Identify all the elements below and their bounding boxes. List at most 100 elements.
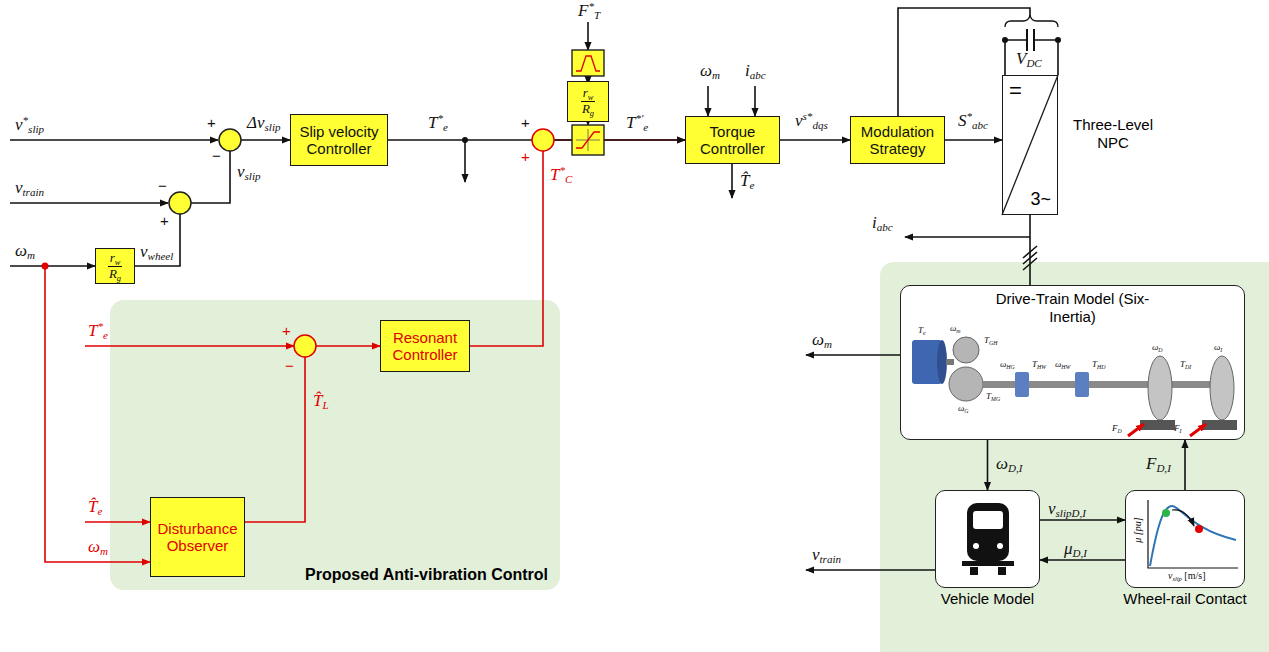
summing-junction	[532, 129, 554, 151]
signal-wire	[707, 86, 709, 116]
saturation-block	[572, 125, 604, 155]
signal-label: vslip	[237, 163, 261, 182]
saturation-block	[572, 125, 604, 155]
signal-label: ωHG	[1000, 360, 1015, 370]
subscript: L	[322, 399, 328, 411]
node-text: Wheel-rail Contact	[1101, 590, 1269, 607]
npc-box-fill	[1002, 75, 1058, 215]
subscript: D,I	[1156, 462, 1170, 474]
denominator: Rg	[581, 102, 596, 116]
numerator: rw	[581, 86, 596, 102]
signal-label: ωG	[958, 404, 969, 414]
superscript: *	[97, 320, 103, 332]
symbol-base: R	[109, 266, 117, 281]
train-icon	[962, 503, 1014, 575]
signal-connector	[1040, 559, 1125, 561]
denominator: Rg	[108, 267, 123, 281]
superscript: s*	[803, 110, 813, 122]
npc-diagonal	[1002, 75, 1058, 215]
node-text: rw Rg	[108, 251, 123, 280]
signal-connector	[987, 440, 989, 490]
signal-label: S*abc	[958, 112, 988, 131]
symbol-base: T	[550, 165, 559, 184]
dc-capacitor	[1027, 29, 1034, 51]
contact-box-fill	[1125, 490, 1245, 588]
signal-label: ωI	[1214, 343, 1222, 353]
dc-capacitor	[1005, 40, 1058, 75]
summing-junction	[169, 192, 191, 214]
signal-wire	[464, 140, 466, 182]
signal-label: ωm	[812, 331, 832, 350]
subscript: dqs	[812, 119, 827, 131]
signal-label: ωm	[15, 242, 35, 261]
node-text: Drive-Train Model (Six-Inertia)	[988, 290, 1158, 326]
train-icon	[970, 567, 978, 575]
signal-label: FI	[1174, 424, 1181, 434]
signal-label: ωm	[88, 538, 108, 557]
symbol-base: i	[745, 61, 750, 80]
subscript: e	[443, 121, 448, 133]
train-icon	[973, 511, 1003, 529]
signal-label: iabc	[872, 214, 893, 233]
symbol-base: v	[15, 178, 23, 197]
node-text: Disturbance Observer	[155, 520, 240, 555]
drive-train-illustration	[937, 340, 947, 384]
node-text: rw Rg	[581, 86, 596, 115]
signal-label: ωm	[950, 324, 961, 334]
signal-wire	[754, 86, 756, 116]
ramp-limiter-block	[572, 50, 604, 76]
subscript: e	[923, 330, 926, 336]
red-signal-wire	[85, 521, 150, 523]
saturation-block	[576, 129, 600, 151]
symbol-base: v	[1048, 499, 1056, 518]
symbol-base: F	[1112, 423, 1118, 433]
signal-label: vslipD,I	[1048, 500, 1086, 519]
dc-capacitor	[1005, 15, 1058, 27]
signal-wire	[10, 202, 168, 204]
subscript: wheel	[148, 250, 174, 262]
drive-train-illustration	[946, 359, 954, 365]
superscript: *'	[635, 112, 643, 124]
superscript: *	[559, 164, 565, 176]
signal-label: T*e	[88, 322, 108, 341]
signal-label: THW	[1032, 360, 1046, 370]
signal-label: T̂e	[88, 498, 102, 517]
subscript: g	[117, 273, 121, 283]
signal-label: T̂L	[313, 392, 329, 411]
signal-label: FD	[1112, 424, 1122, 434]
signal-label: ωD,I	[996, 455, 1022, 474]
symbol-base: ω	[700, 61, 712, 80]
red-signal-wire	[85, 345, 294, 347]
drive-panel	[880, 262, 1269, 652]
subscript: m	[824, 338, 832, 350]
signal-label: T*'e	[626, 114, 648, 133]
summing-junction	[294, 335, 316, 357]
subscript: DC	[1026, 57, 1041, 69]
subscript: train	[820, 553, 841, 565]
controller-box: Slip velocity Controller	[290, 114, 388, 166]
node-text: Proposed Anti-vibration Control	[305, 566, 548, 584]
symbol-base: T̂	[88, 497, 97, 516]
subscript: abc	[972, 119, 988, 131]
node-text: Three-Level NPC	[1069, 116, 1157, 152]
signal-label: μD,I	[1064, 540, 1087, 559]
modulation-box: Modulation Strategy	[850, 116, 945, 164]
node-text: Torque Controller	[690, 123, 775, 158]
signal-connector	[1184, 440, 1186, 490]
signal-label: μ [pu]	[1132, 517, 1143, 542]
signal-connector	[1040, 519, 1125, 521]
signal-label: vs*dqs	[795, 112, 828, 131]
subscript: slip	[1172, 575, 1181, 582]
subscript: w	[588, 92, 594, 102]
symbol-base: T	[984, 335, 989, 345]
signal-label: iabc	[745, 62, 766, 81]
drive-train-illustration	[1148, 356, 1172, 420]
symbol-base: T	[626, 113, 635, 132]
subscript: HD	[1097, 364, 1105, 370]
symbol-base: T̂	[740, 171, 749, 190]
signal-label: TGH	[984, 336, 997, 346]
train-icon	[967, 503, 1009, 561]
vehicle-box-fill	[935, 490, 1040, 588]
sum-sign: −	[212, 147, 221, 164]
subscript: e	[97, 505, 102, 517]
